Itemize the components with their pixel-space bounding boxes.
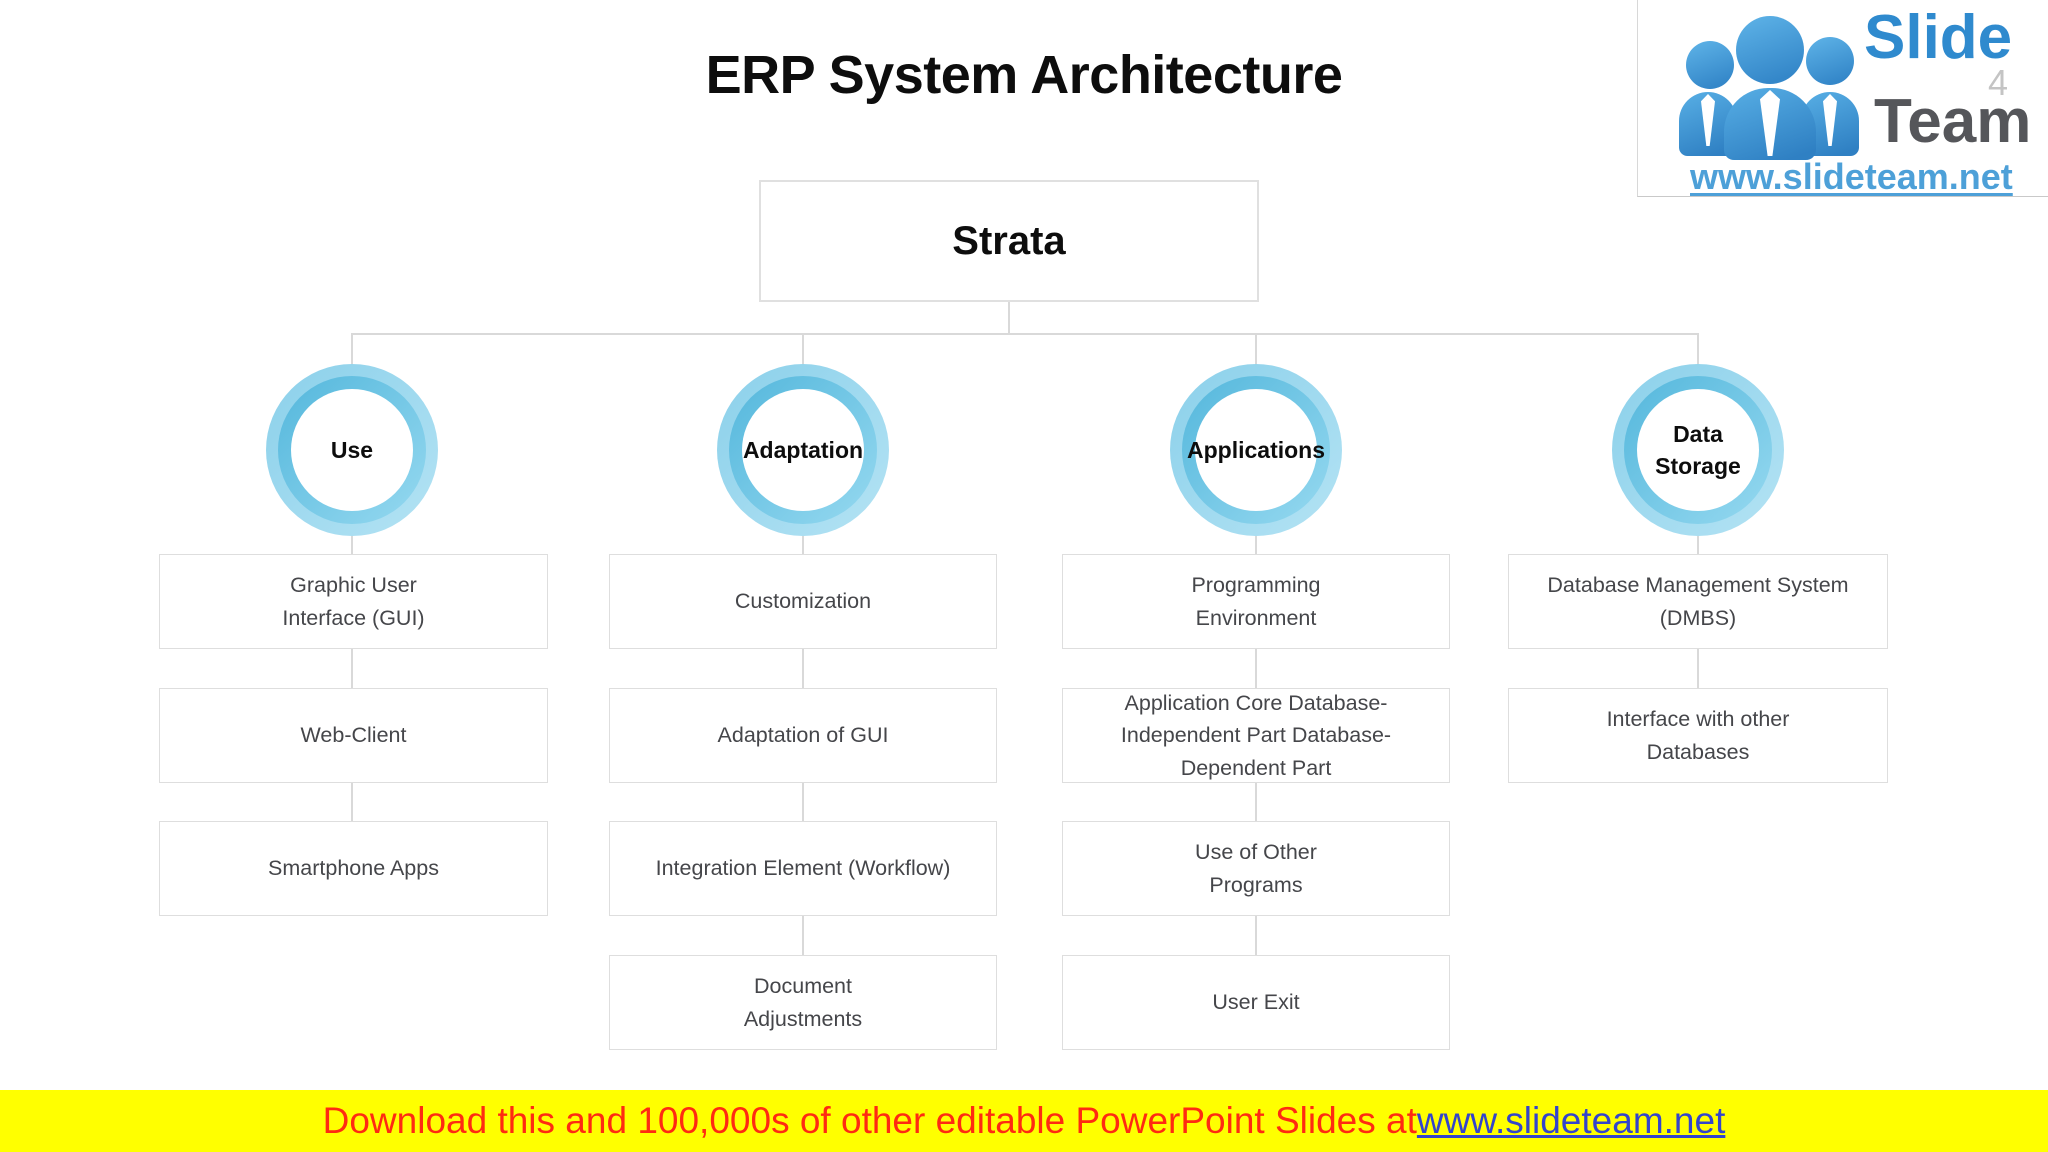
- connector-line: [1697, 649, 1699, 689]
- box-adaptation-of-gui: Adaptation of GUI: [609, 688, 997, 783]
- box-programming-environment: Programming Environment: [1062, 554, 1450, 649]
- connector-line: [1255, 783, 1257, 822]
- box-label: Interface with other Databases: [1606, 707, 1790, 764]
- box-customization: Customization: [609, 554, 997, 649]
- box-integration-element: Integration Element (Workflow): [609, 821, 997, 916]
- box-label: Programming Environment: [1191, 573, 1321, 630]
- box-label: Adaptation of GUI: [717, 723, 889, 748]
- people-icon: [1654, 4, 1884, 160]
- slideteam-logo: 4 Slide Team www.slideteam.net: [1637, 0, 2048, 197]
- connector-line: [802, 649, 804, 689]
- connector-line: [351, 333, 1699, 335]
- banner-link[interactable]: www.slideteam.net: [1416, 1100, 1726, 1141]
- download-banner: Download this and 100,000s of other edit…: [0, 1090, 2048, 1152]
- box-label: Application Core Database- Independent P…: [1120, 691, 1392, 780]
- circle-core: Use: [291, 389, 413, 511]
- box-label: Graphic User Interface (GUI): [282, 573, 425, 630]
- logo-brand-slide: Slide: [1864, 3, 2013, 72]
- page-title: ERP System Architecture: [705, 45, 1343, 105]
- box-user-exit: User Exit: [1062, 955, 1450, 1050]
- box-label: Use of Other Programs: [1195, 840, 1317, 897]
- connector-line: [351, 649, 353, 689]
- box-application-core: Application Core Database- Independent P…: [1062, 688, 1450, 783]
- connector-line: [802, 783, 804, 822]
- box-use-of-other-programs: Use of Other Programs: [1062, 821, 1450, 916]
- node-use: Use: [266, 364, 438, 536]
- person-head-icon: [1806, 37, 1854, 85]
- person-head-icon: [1686, 41, 1734, 89]
- box-interface-other-databases: Interface with other Databases: [1508, 688, 1888, 783]
- connector-line: [802, 916, 804, 956]
- logo-brand-team: Team: [1874, 87, 2032, 156]
- node-applications: Applications: [1170, 364, 1342, 536]
- box-label: Web-Client: [300, 723, 407, 748]
- connector-line: [1255, 649, 1257, 689]
- circle-core: Applications: [1187, 389, 1325, 511]
- root-node-label: Strata: [952, 218, 1066, 263]
- root-node-strata: Strata: [759, 180, 1259, 302]
- box-web-client: Web-Client: [159, 688, 548, 783]
- box-label: Smartphone Apps: [268, 856, 439, 881]
- person-head-icon: [1736, 16, 1804, 84]
- logo-url-link[interactable]: www.slideteam.net: [1690, 156, 2013, 197]
- banner-text: Download this and 100,000s of other edit…: [322, 1100, 1417, 1141]
- box-smartphone-apps: Smartphone Apps: [159, 821, 548, 916]
- node-adaptation: Adaptation: [717, 364, 889, 536]
- circle-core: Data Storage: [1637, 389, 1759, 511]
- box-dbms: Database Management System (DMBS): [1508, 554, 1888, 649]
- box-label: Integration Element (Workflow): [655, 856, 951, 881]
- circle-core: Adaptation: [742, 389, 864, 511]
- box-graphic-user-interface: Graphic User Interface (GUI): [159, 554, 548, 649]
- node-data-storage: Data Storage: [1612, 364, 1784, 536]
- connector-line: [1255, 916, 1257, 956]
- node-adaptation-label: Adaptation: [742, 436, 864, 463]
- node-data-storage-label: Data Storage: [1655, 420, 1741, 479]
- box-label: Database Management System (DMBS): [1547, 573, 1849, 630]
- box-label: User Exit: [1212, 990, 1300, 1015]
- box-label: Document Adjustments: [743, 974, 863, 1031]
- connector-line: [1008, 302, 1010, 334]
- connector-line: [351, 783, 353, 822]
- box-document-adjustments: Document Adjustments: [609, 955, 997, 1050]
- box-label: Customization: [734, 589, 872, 614]
- node-applications-label: Applications: [1187, 436, 1326, 463]
- watermark-number: 4: [1988, 62, 2009, 103]
- node-use-label: Use: [330, 436, 374, 463]
